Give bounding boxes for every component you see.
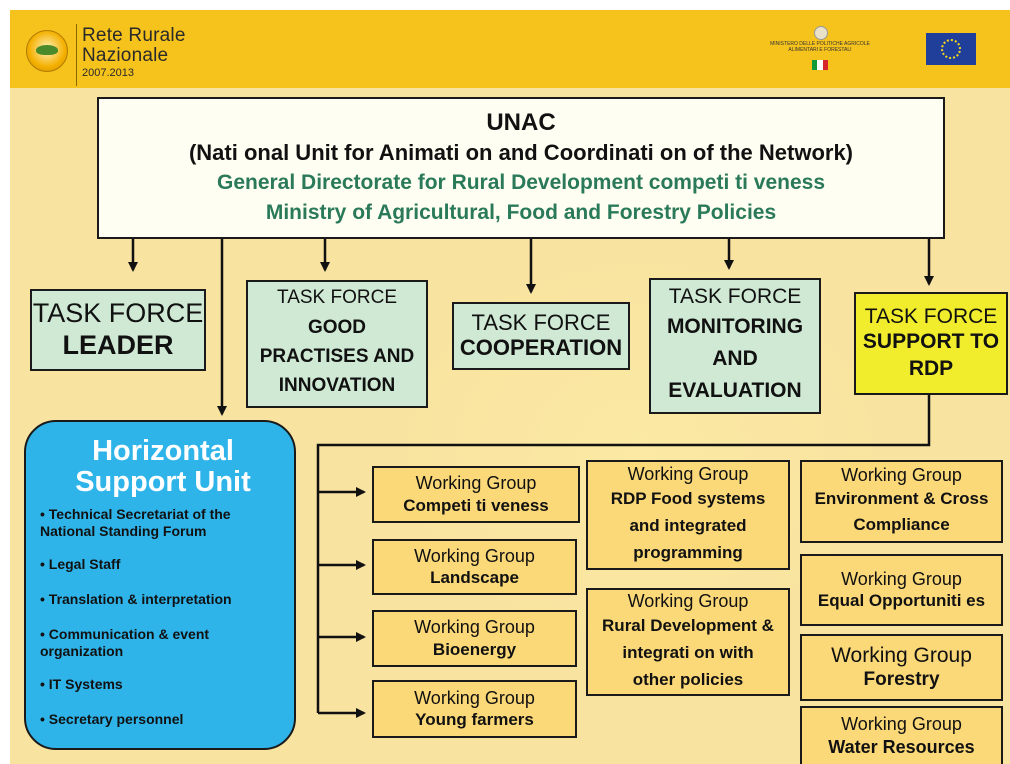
wg-label: Working Group bbox=[415, 473, 537, 494]
task-force-label: TASK FORCE bbox=[668, 285, 802, 309]
header-bar bbox=[10, 10, 1010, 88]
rete-rurale-logo-icon bbox=[26, 30, 68, 72]
wg-name-line2: integrati on with bbox=[622, 643, 754, 663]
wg-label: Working Group bbox=[627, 590, 749, 611]
task-force-rdp-support: TASK FORCE SUPPORT TO RDP bbox=[854, 292, 1008, 395]
hsu-item-translation: • Translation & interpretation bbox=[40, 591, 232, 607]
task-force-label: TASK FORCE bbox=[277, 287, 397, 309]
wg-name-line2: and integrated bbox=[629, 516, 747, 536]
task-force-leader: TASK FORCE LEADER bbox=[30, 289, 206, 371]
wg-name-line1: Rural Development & bbox=[602, 616, 774, 636]
rdp-branch-line bbox=[316, 395, 931, 713]
italian-emblem-icon bbox=[814, 26, 828, 40]
hsu-item-technical-secretariat: • Technical Secretariat of the National … bbox=[40, 506, 231, 539]
task-force-name: COOPERATION bbox=[459, 334, 623, 360]
brand-years: 2007.2013 bbox=[82, 67, 134, 79]
wg-bioenergy: Working Group Bioenergy bbox=[372, 610, 577, 667]
hsu-title-line1: Horizontal bbox=[92, 435, 234, 467]
wg-label: Working Group bbox=[841, 464, 962, 485]
eu-flag-icon bbox=[926, 33, 976, 65]
wg-label: Working Group bbox=[414, 617, 535, 638]
task-force-name-line3: EVALUATION bbox=[668, 378, 802, 402]
task-force-label: TASK FORCE bbox=[864, 304, 998, 328]
hsu-list: • Technical Secretariat of the National … bbox=[40, 506, 286, 728]
task-force-name-line3: INNOVATION bbox=[278, 374, 396, 396]
task-force-label: TASK FORCE bbox=[471, 309, 611, 335]
wg-label: Working Group bbox=[627, 463, 749, 484]
wg-forestry: Working Group Forestry bbox=[800, 634, 1003, 701]
wg-water-resources: Working Group Water Resources bbox=[800, 706, 1003, 764]
unac-box: UNAC (Nati onal Unit for Animati on and … bbox=[97, 97, 945, 239]
wg-landscape: Working Group Landscape bbox=[372, 539, 577, 595]
hsu-item-communication: • Communication & event organization bbox=[40, 626, 210, 659]
task-force-monitoring: TASK FORCE MONITORING AND EVALUATION bbox=[649, 278, 821, 414]
wg-name: Young farmers bbox=[415, 710, 534, 730]
wg-name-line1: Environment & Cross bbox=[814, 489, 989, 509]
hsu-item-it-systems: • IT Systems bbox=[40, 676, 123, 692]
task-force-name-line1: MONITORING bbox=[666, 314, 804, 338]
wg-label: Working Group bbox=[831, 644, 972, 668]
task-force-name-line2: PRACTISES AND bbox=[259, 345, 415, 367]
wg-label: Working Group bbox=[841, 713, 962, 734]
brand-line2: Nazionale bbox=[82, 45, 169, 66]
brand-divider bbox=[76, 24, 77, 86]
wg-competitiveness: Working Group Competi ti veness bbox=[372, 466, 580, 523]
wg-young-farmers: Working Group Young farmers bbox=[372, 680, 577, 738]
wg-name: Bioenergy bbox=[432, 639, 517, 659]
ministry-text: MINISTERO DELLE POLITICHE AGRICOLE ALIME… bbox=[770, 41, 870, 53]
wg-name-line2: Compliance bbox=[853, 515, 950, 535]
unac-directorate: General Directorate for Rural Developmen… bbox=[216, 171, 826, 194]
task-force-cooperation: TASK FORCE COOPERATION bbox=[452, 302, 630, 370]
hsu-item-secretary: • Secretary personnel bbox=[40, 711, 184, 727]
horizontal-support-unit: Horizontal Support Unit • Technical Secr… bbox=[24, 420, 296, 750]
task-force-name-line2: AND bbox=[712, 346, 758, 370]
hsu-item-legal-staff: • Legal Staff bbox=[40, 556, 121, 572]
wg-name-line1: RDP Food systems bbox=[610, 489, 766, 509]
ministry-logo: MINISTERO DELLE POLITICHE AGRICOLE ALIME… bbox=[760, 26, 880, 74]
wg-rdp-food-systems: Working Group RDP Food systems and integ… bbox=[586, 460, 790, 570]
hsu-title-line2: Support Unit bbox=[75, 466, 251, 498]
unac-ministry: Ministry of Agricultural, Food and Fores… bbox=[265, 201, 777, 224]
wg-name: Landscape bbox=[430, 568, 519, 588]
brand-line1: Rete Rurale bbox=[82, 25, 186, 46]
brand-title: Rete Rurale Nazionale 2007.2013 bbox=[82, 25, 186, 80]
unac-title: UNAC bbox=[486, 109, 556, 136]
wg-label: Working Group bbox=[414, 545, 535, 566]
italian-flag-icon bbox=[812, 60, 828, 70]
wg-name-line3: programming bbox=[633, 543, 743, 563]
wg-environment: Working Group Environment & Cross Compli… bbox=[800, 460, 1003, 543]
wg-rural-development: Working Group Rural Development & integr… bbox=[586, 588, 790, 696]
unac-subtitle: (Nati onal Unit for Animati on and Coord… bbox=[188, 140, 854, 165]
task-force-name-line2: RDP bbox=[908, 357, 954, 381]
wg-name-line3: other policies bbox=[632, 670, 744, 690]
wg-equal-opportunities: Working Group Equal Opportuniti es bbox=[800, 554, 1003, 626]
wg-label: Working Group bbox=[841, 568, 962, 589]
wg-name: Equal Opportuniti es bbox=[817, 591, 986, 611]
wg-name: Forestry bbox=[863, 669, 940, 691]
task-force-label: TASK FORCE bbox=[32, 297, 204, 328]
wg-name: Competi ti veness bbox=[403, 495, 549, 515]
task-force-name-line1: SUPPORT TO bbox=[862, 330, 1000, 354]
wg-label: Working Group bbox=[414, 687, 535, 708]
wg-name: Water Resources bbox=[828, 736, 975, 757]
task-force-name-line1: GOOD bbox=[307, 316, 367, 338]
task-force-name: LEADER bbox=[62, 329, 174, 360]
task-force-good-practises: TASK FORCE GOOD PRACTISES AND INNOVATION bbox=[246, 280, 428, 408]
